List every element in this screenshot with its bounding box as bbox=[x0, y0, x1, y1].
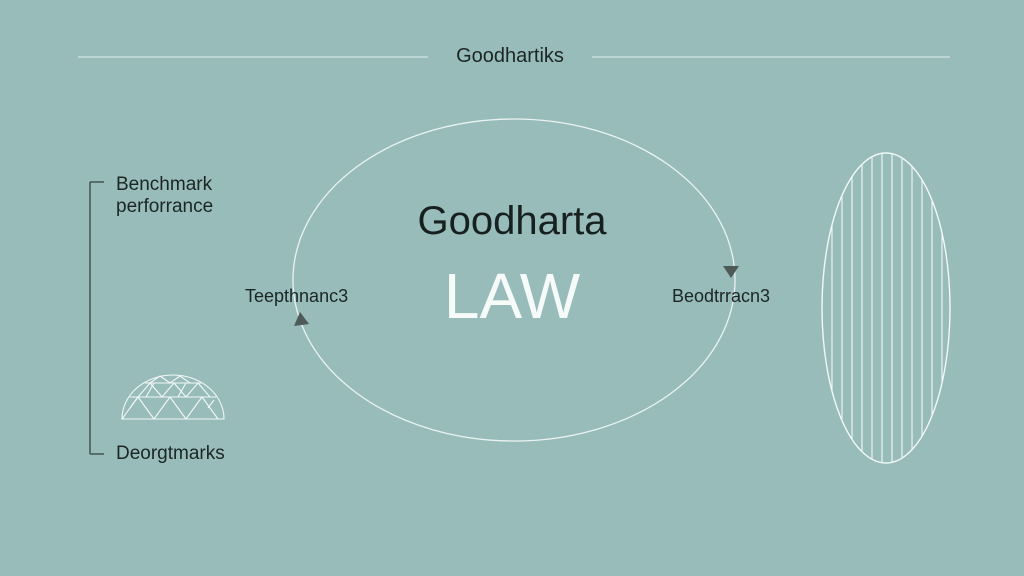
diagram-subtitle: LAW bbox=[443, 260, 581, 332]
diagram-title: Goodharta bbox=[417, 199, 607, 243]
geodesic-dome-icon bbox=[121, 374, 225, 420]
bracket-top-line2: perforrance bbox=[116, 196, 214, 217]
left-bracket bbox=[89, 181, 104, 455]
cycle-node-left: Teepthnanc3 bbox=[245, 286, 349, 306]
bracket-top-line1: Benchmark bbox=[116, 174, 213, 195]
bracket-top-label: Benchmark perforrance bbox=[116, 174, 213, 218]
striped-oval-icon bbox=[821, 152, 951, 464]
cycle-ellipse bbox=[292, 118, 736, 442]
arrowhead-up-icon bbox=[294, 312, 309, 326]
header-title: Goodhartiks bbox=[456, 45, 564, 67]
bracket-bottom-label: Deorgtmarks bbox=[116, 443, 225, 464]
arrowhead-down-icon bbox=[723, 266, 739, 278]
cycle-node-right: Beodtrracn3 bbox=[672, 286, 771, 306]
